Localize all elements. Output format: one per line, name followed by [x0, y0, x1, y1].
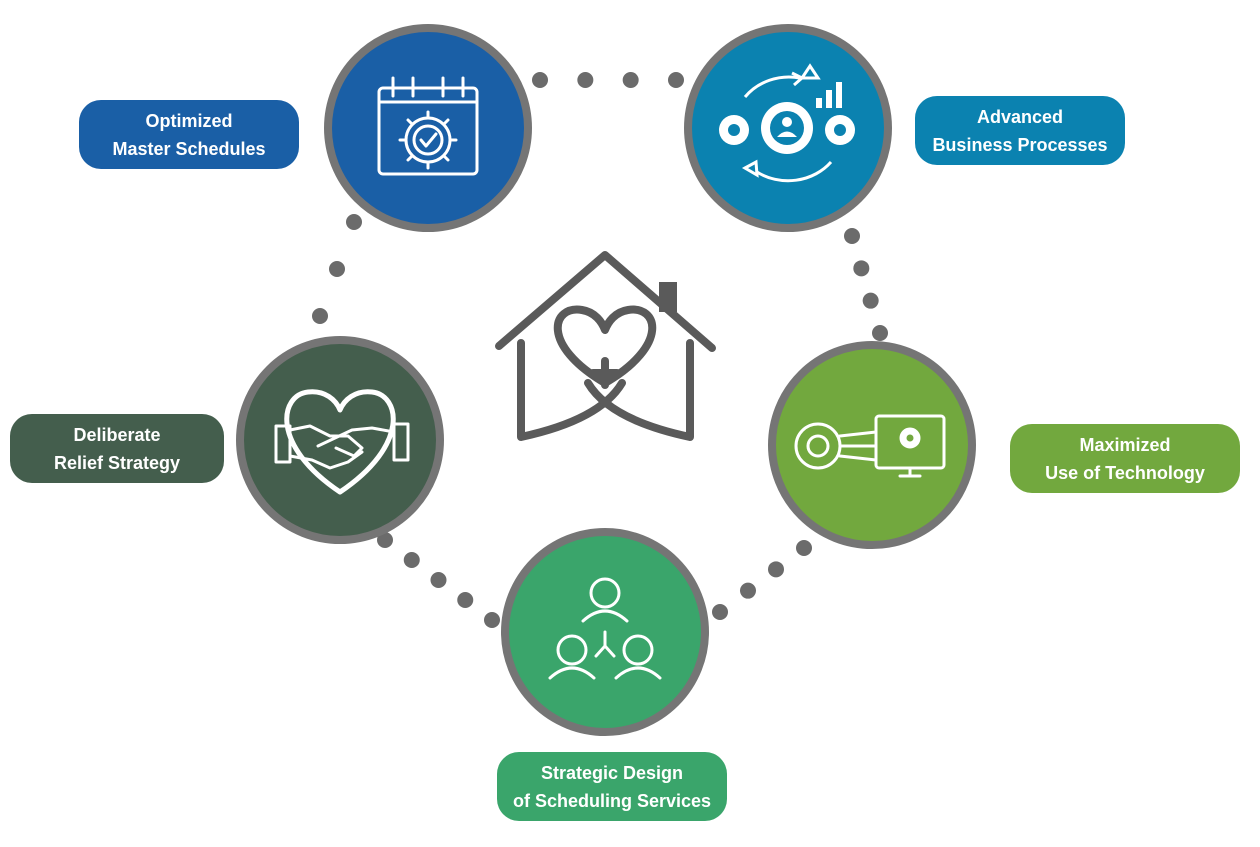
calendar-gear-check-icon	[377, 76, 479, 176]
connector-dot	[403, 552, 420, 568]
connector-dot	[312, 308, 328, 324]
label-line-1: Deliberate	[73, 424, 161, 445]
label-strategic-design-of-scheduling-services: Strategic Design of Scheduling Services	[497, 752, 727, 821]
connector-dot	[329, 261, 345, 277]
connector-dot	[532, 72, 548, 88]
dotted-connectors	[312, 72, 888, 628]
node-advanced-business-processes	[684, 24, 892, 232]
connector-dot	[796, 540, 812, 556]
connector-dot	[430, 572, 447, 588]
connector-dot	[622, 72, 639, 88]
connector-dot	[457, 592, 474, 608]
connector-dot	[377, 532, 393, 548]
label-line-2: of Scheduling Services	[512, 790, 712, 811]
label-line-2: Use of Technology	[1045, 462, 1205, 483]
connector-dot	[668, 72, 684, 88]
gears-person-cycle-icon	[719, 63, 855, 183]
label-line-1: Advanced	[976, 106, 1064, 127]
label-line-1: Optimized	[145, 110, 233, 131]
connector-dot	[712, 604, 728, 620]
house-heart-plus-icon	[495, 251, 716, 441]
node-strategic-design-of-scheduling-services	[501, 528, 709, 736]
connector-dot	[577, 72, 594, 88]
node-optimized-master-schedules	[324, 24, 532, 232]
connector-dot	[740, 582, 756, 599]
connector-dot	[484, 612, 500, 628]
label-maximized-use-of-technology: Maximized Use of Technology	[1010, 424, 1240, 493]
label-line-2: Master Schedules	[112, 138, 266, 159]
connector-dot	[862, 292, 879, 309]
label-line-2: Relief Strategy	[53, 452, 181, 473]
label-deliberate-relief-strategy: Deliberate Relief Strategy	[10, 414, 224, 483]
connector-dot	[872, 325, 888, 341]
label-line-1: Strategic Design	[540, 762, 684, 783]
team-network-icon	[548, 577, 662, 680]
gear-computer-monitor-icon	[794, 414, 946, 478]
label-line-2: Business Processes	[932, 134, 1108, 155]
connector-dot	[768, 561, 784, 578]
label-optimized-master-schedules: Optimized Master Schedules	[79, 100, 299, 169]
connector-dot	[844, 228, 860, 244]
label-advanced-business-processes: Advanced Business Processes	[915, 96, 1125, 165]
node-deliberate-relief-strategy	[236, 336, 444, 544]
connector-dot	[346, 214, 362, 230]
label-line-1: Maximized	[1079, 434, 1171, 455]
node-maximized-use-of-technology	[768, 341, 976, 549]
handshake-heart-icon	[274, 389, 410, 495]
connector-dot	[853, 260, 870, 277]
